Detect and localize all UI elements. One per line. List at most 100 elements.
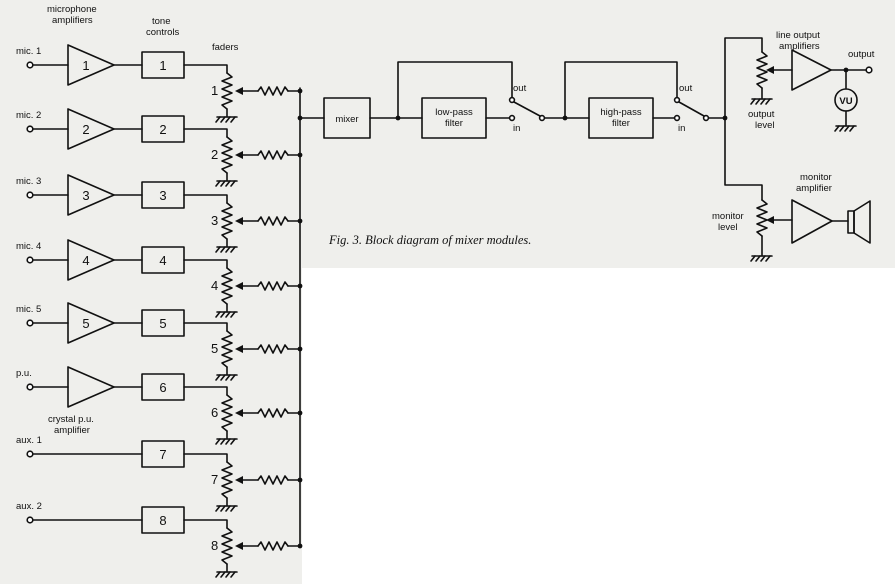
monitor-level-label-1: monitor [712,211,744,222]
tone-control-number: 4 [159,253,166,268]
fader-wiper-arrow [235,542,243,550]
monitor-amplifier [791,199,833,244]
vu-label: VU [839,96,852,107]
amplifier-number: 3 [82,188,89,203]
mixing-resistor [257,344,289,354]
output-level-pot [756,51,768,89]
input-label: mic. 2 [16,110,41,121]
channel-amplifier [67,366,115,408]
mic-amps-label-2: amplifiers [52,15,93,26]
ground-hatch [220,438,226,445]
tone-to-fader-wire [183,519,228,529]
lpf-switch-in-label: in [513,123,520,134]
hpf-switch-out-label: out [679,83,693,94]
input-label: mic. 4 [16,241,41,252]
tone-control-number: 5 [159,316,166,331]
input-label: aux. 2 [16,501,42,512]
fader-pot [221,461,233,499]
fader-wiper-arrow [235,87,243,95]
fader-wiper-arrow [235,476,243,484]
fader-number: 2 [211,147,218,162]
monitor-amp-label-2: amplifier [796,183,832,194]
tone-label-1: tone [152,16,171,27]
ground-icon [215,374,238,381]
ground-hatch [220,246,226,253]
channel-amplifier [67,174,115,216]
input-terminal [26,383,34,391]
tone-control-number: 7 [159,447,166,462]
ground-hatch [230,116,236,123]
speaker-icon [847,200,871,244]
ground-hatch [220,116,226,123]
figure-caption: Fig. 3. Block diagram of mixer modules. [328,233,531,247]
ground-hatch [225,311,231,318]
monitor-level-pot [756,199,768,237]
ground-hatch [225,374,231,381]
fader-pot [221,72,233,110]
lpf-switch-out-contact [508,96,516,104]
hpf-label-1: high-pass [600,107,641,118]
hpf-bypass-wire [564,61,678,119]
mixing-resistor [257,541,289,551]
monitor-level-label-2: level [718,222,738,233]
amplifier-number: 4 [82,253,89,268]
tone-to-fader-wire [183,64,228,74]
tone-to-fader-wire [183,453,228,463]
fader-pot [221,202,233,240]
tone-label-2: controls [146,27,180,38]
ground-hatch [230,505,236,512]
hpf-switch-in-label: in [678,123,685,134]
input-terminal [26,191,34,199]
ground-hatch [215,180,221,187]
mic-amps-label-1: microphone [47,4,97,15]
monitor-level-wiper-arrow [766,216,774,224]
output-level-wiper-arrow [766,66,774,74]
ground-hatch [215,374,221,381]
tone-to-fader-wire [183,128,228,138]
fader-wiper-arrow [235,345,243,353]
channel-8: aux. 288 [16,501,303,578]
input-terminal [26,450,34,458]
tone-control-number: 3 [159,188,166,203]
ground-hatch [225,438,231,445]
fader-wiper-arrow [235,282,243,290]
line-output-amplifier [791,49,832,91]
mixing-resistor [257,281,289,291]
ground-hatch [230,246,236,253]
ground-hatch [225,246,231,253]
ground-hatch [220,180,226,187]
line-out-label-2: amplifiers [779,41,820,52]
channel-7: aux. 1 7 7 [16,435,303,512]
tone-to-fader-wire [183,194,228,204]
ground-hatch [230,438,236,445]
monitor-level-ground-icon [750,255,773,262]
ground-hatch [220,374,226,381]
input-label: aux. 1 [16,435,42,446]
bus-junction [297,543,303,549]
input-terminal [26,61,34,69]
tone-control-number: 1 [159,58,166,73]
fader-pot [221,330,233,368]
ground-hatch [215,246,221,253]
ground-hatch [225,571,231,578]
ground-hatch [220,311,226,318]
fader-pot [221,394,233,432]
input-terminal [26,516,34,524]
crystal-label-1: crystal p.u. [48,414,94,425]
hpf-switch-out-contact [673,96,681,104]
fader-wiper-arrow [235,217,243,225]
channel-amplifier [67,302,115,344]
lpf-label-2: filter [445,118,463,129]
fader-number: 7 [211,472,218,487]
paper-background-top [0,0,895,268]
mixing-resistor [257,216,289,226]
tone-to-fader-wire [183,322,228,332]
ground-hatch [230,311,236,318]
bus-junction [297,115,303,121]
tone-control-number: 6 [159,380,166,395]
ground-icon [215,505,238,512]
